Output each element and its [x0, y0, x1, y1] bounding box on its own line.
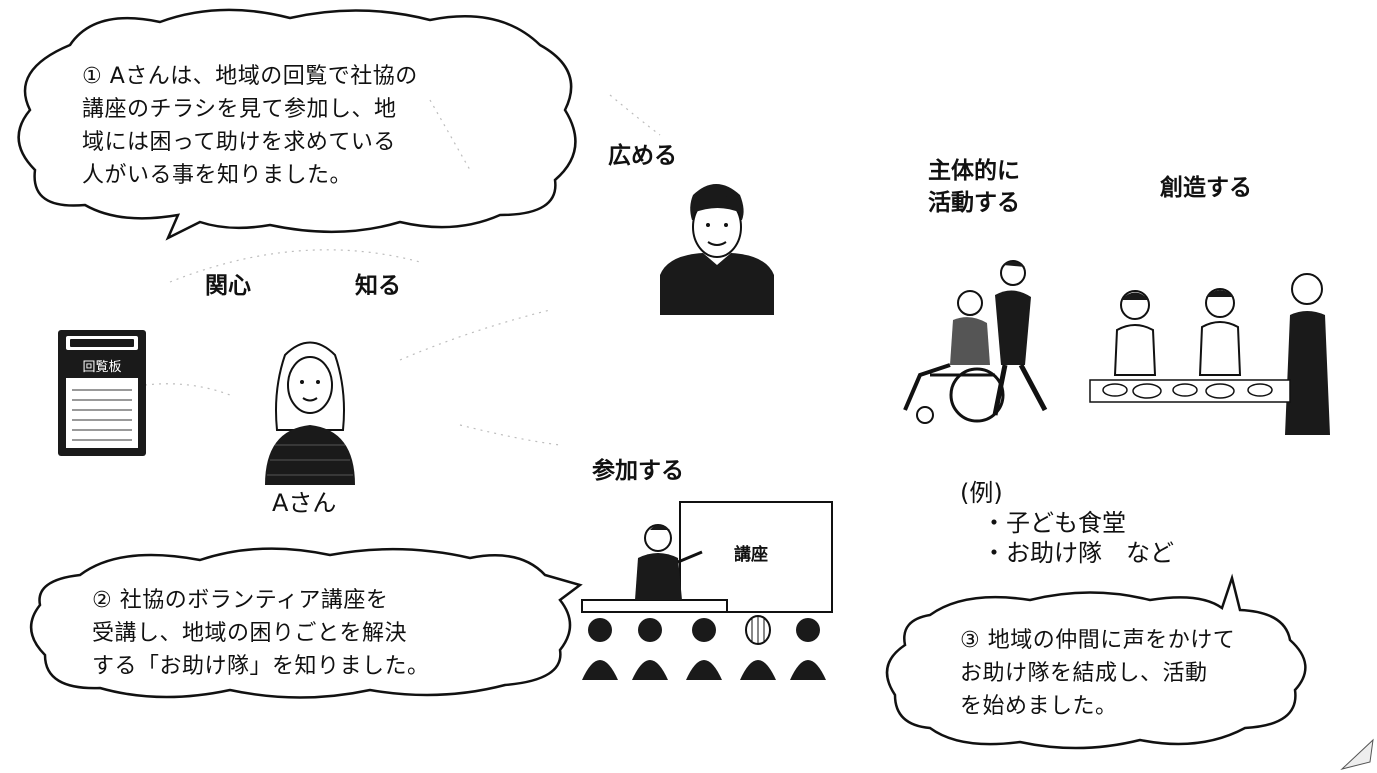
speckle-traces	[144, 94, 661, 446]
bubble-step2-text: ② 社協のボランティア講座を 受講し、地域の困りごとを解決 する「お助け隊」を知…	[92, 588, 430, 679]
bubble-1-outline	[17, 8, 577, 241]
examples-item-2: ・お助け隊 など	[982, 539, 1174, 567]
bubble-2-outline	[30, 547, 583, 699]
bubble-step1-text: ① Aさんは、地域の回覧で社協の 講座のチラシを見て参加し、地 域には困って助け…	[82, 64, 418, 188]
label-souzou: 創造する	[1160, 175, 1252, 201]
label-hiromeru: 広める	[608, 143, 677, 169]
lecture-scene-illustration	[581, 501, 833, 680]
page-curl-icon	[1340, 738, 1374, 770]
childrens-cafeteria-illustration	[1089, 273, 1330, 435]
examples-heading: (例)	[960, 479, 1003, 507]
circular-board-title: 回覧板	[82, 360, 122, 375]
label-sanka: 参加する	[592, 458, 684, 484]
label-kanshin: 関心	[205, 273, 251, 299]
person-a-illustration	[265, 341, 355, 485]
bubble-3-outline	[885, 573, 1307, 750]
label-shiru: 知る	[355, 273, 401, 299]
person-a-name: Aさん	[272, 489, 337, 517]
man-spreading-illustration	[660, 184, 774, 315]
bubble-step3-text: ③ 地域の仲間に声をかけて お助け隊を結成し、活動 を始めました。	[960, 628, 1236, 719]
examples-item-1: ・子ども食堂	[982, 509, 1126, 537]
wheelchair-care-illustration	[903, 260, 1048, 424]
label-shutai: 主体的に 活動する	[928, 158, 1020, 216]
lecture-board-text: 講座	[734, 545, 768, 565]
circular-board-icon	[58, 330, 146, 456]
